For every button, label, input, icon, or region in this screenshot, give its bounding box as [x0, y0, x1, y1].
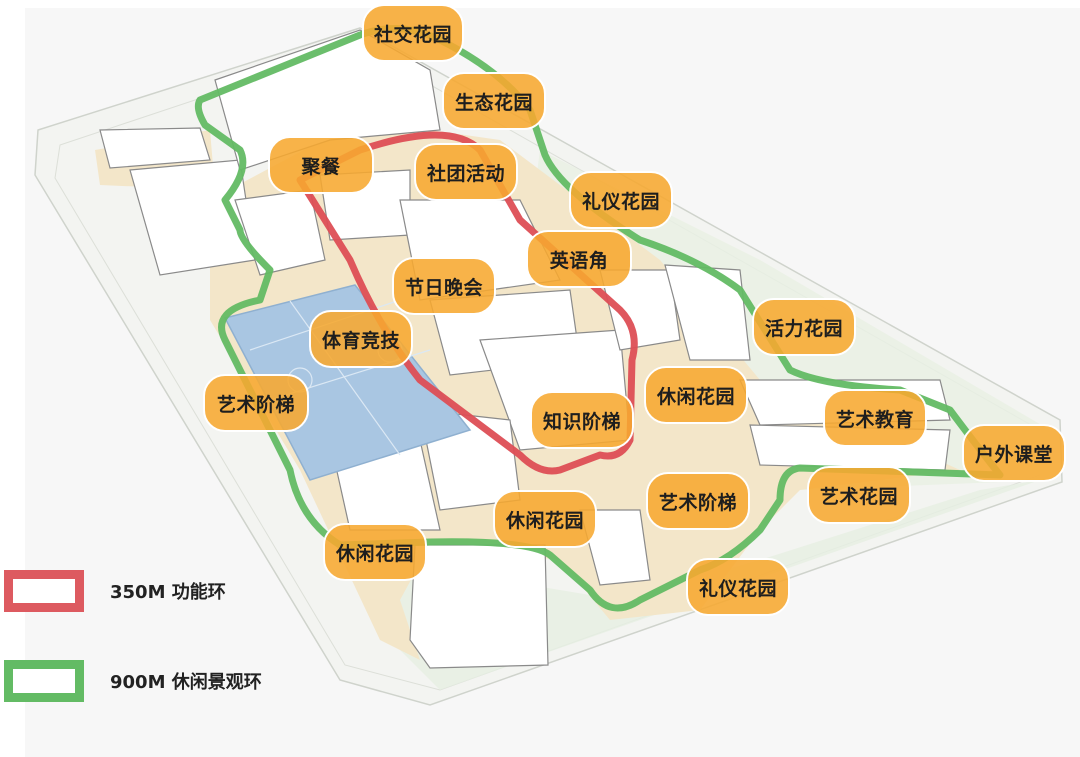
legend-label-function-ring: 350M 功能环 [110, 582, 226, 603]
label-english-corner: 英语角 [526, 230, 632, 288]
label-festival-gala: 节日晚会 [392, 257, 496, 315]
legend-swatch-red [4, 570, 84, 612]
label-etiquette-garden-south: 礼仪花园 [686, 558, 790, 616]
legend-label-leisure-ring: 900M 休闲景观环 [110, 672, 262, 693]
leisure-ring-900m [194, 25, 1004, 612]
legend-swatch-green [4, 660, 84, 702]
label-dining: 聚餐 [268, 136, 374, 194]
label-ecology-garden: 生态花园 [442, 72, 546, 130]
label-leisure-garden-center: 休闲花园 [644, 366, 748, 424]
label-social-garden: 社交花园 [362, 4, 464, 62]
label-etiquette-garden-north: 礼仪花园 [569, 171, 673, 229]
label-club-activities: 社团活动 [414, 143, 518, 201]
legend-function-ring: 350M 功能环 [4, 570, 226, 612]
label-art-education: 艺术教育 [823, 389, 927, 447]
label-knowledge-steps: 知识阶梯 [530, 391, 634, 449]
label-outdoor-classroom: 户外课堂 [962, 424, 1066, 482]
label-leisure-garden-south: 休闲花园 [493, 490, 597, 548]
label-leisure-garden-southwest: 休闲花园 [323, 523, 427, 581]
label-sports-competition: 体育竞技 [309, 310, 413, 368]
legend-leisure-ring: 900M 休闲景观环 [4, 660, 262, 702]
label-art-steps-east: 艺术阶梯 [646, 472, 750, 530]
label-art-steps-west: 艺术阶梯 [203, 374, 309, 432]
label-art-garden: 艺术花园 [807, 466, 911, 524]
label-vitality-garden: 活力花园 [752, 298, 856, 356]
